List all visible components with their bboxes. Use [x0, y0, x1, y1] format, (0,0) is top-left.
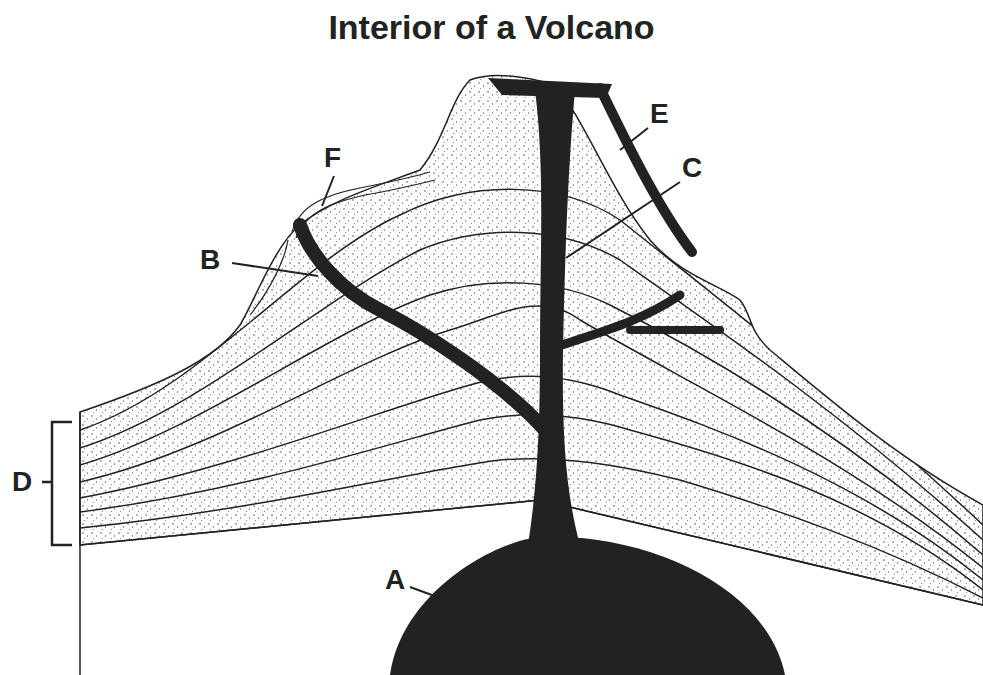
side-vent-e	[600, 88, 692, 252]
central-vent	[528, 90, 580, 545]
part-label: A	[385, 566, 405, 594]
crater	[488, 78, 612, 98]
side-vent-b	[300, 225, 545, 430]
part-label: D	[12, 468, 32, 496]
side-vent-right-branch	[630, 326, 720, 334]
bracket	[42, 422, 72, 545]
leader-lines	[232, 128, 680, 598]
side-vent-right	[562, 295, 680, 345]
magma-chamber	[390, 538, 785, 675]
volcano-cone	[80, 75, 983, 605]
part-label: B	[200, 246, 220, 274]
frame-line	[79, 412, 81, 675]
part-label: C	[682, 154, 702, 182]
part-label: E	[650, 100, 669, 128]
diagram-title: Interior of a Volcano	[0, 8, 983, 47]
part-label: F	[324, 144, 341, 172]
